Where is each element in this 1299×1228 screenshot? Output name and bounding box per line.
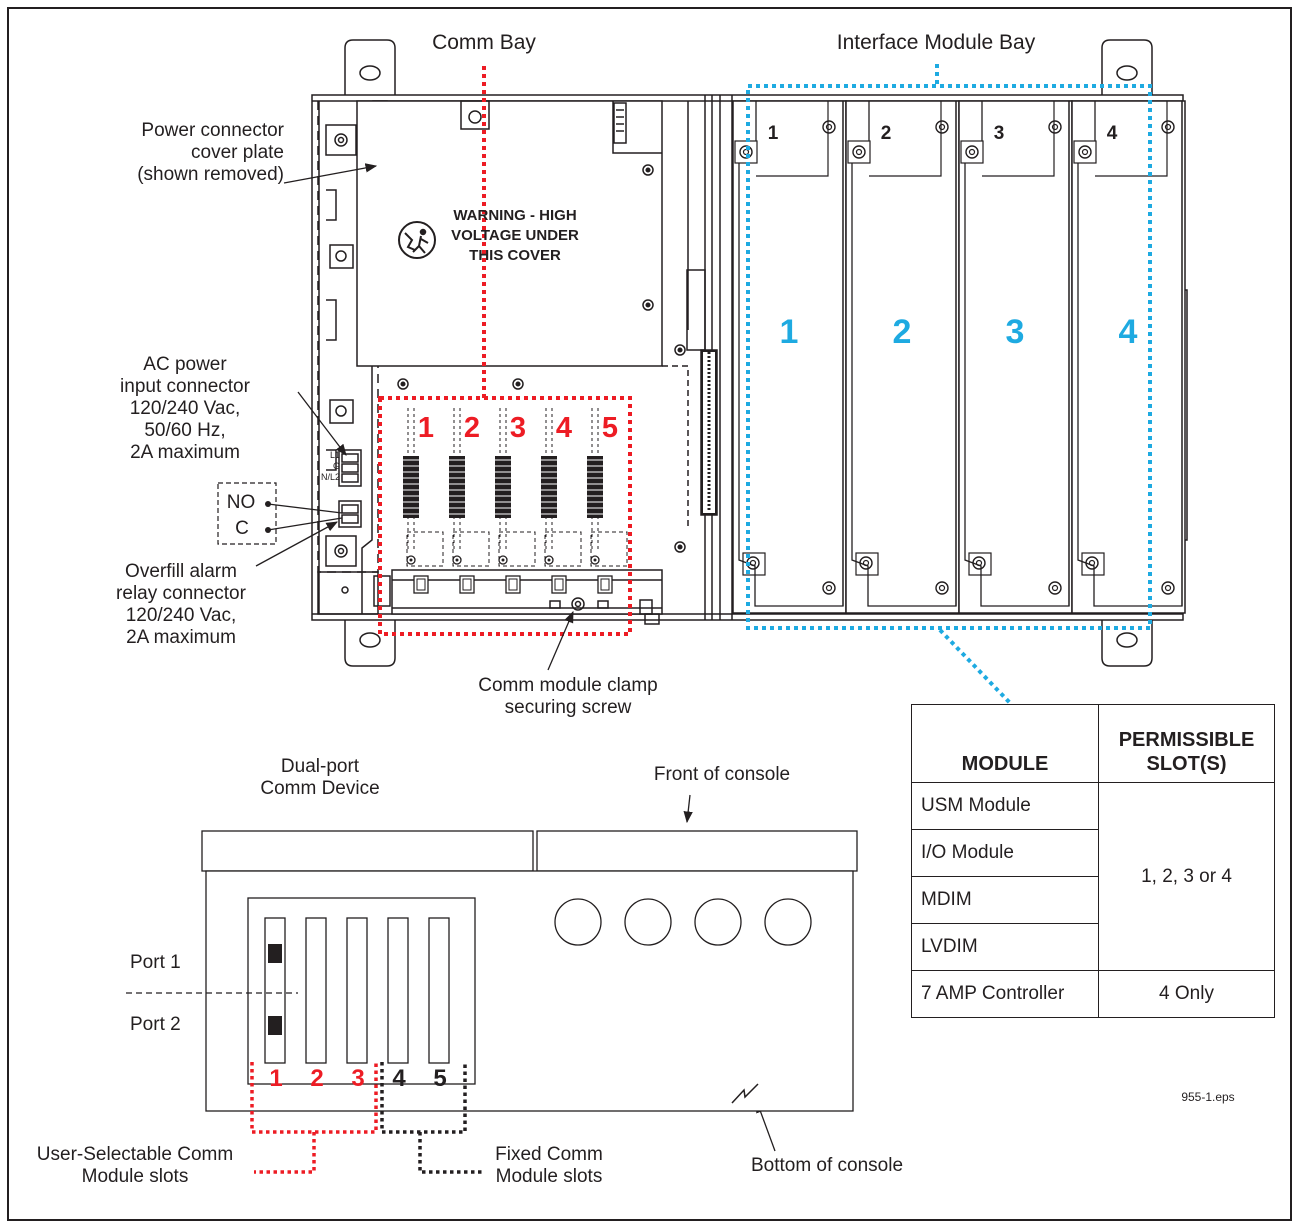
comm-slot: 3 bbox=[495, 408, 536, 594]
terminal-g-label: G bbox=[332, 461, 340, 471]
table-cell-slots: 4 Only bbox=[1098, 970, 1275, 1018]
bottom-slot-number: 2 bbox=[310, 1065, 323, 1092]
bottom-slot-number: 4 bbox=[392, 1065, 406, 1092]
terminal-nl2-label: N/L2 bbox=[320, 472, 340, 482]
interface-bay-outline bbox=[746, 84, 1152, 630]
bottom-console-label: Bottom of console bbox=[750, 1155, 904, 1176]
warning-symbol-icon bbox=[398, 221, 436, 259]
bottom-comm-slot: 3 bbox=[346, 917, 368, 1092]
interface-slot: 11 bbox=[732, 100, 847, 614]
table-header-row: MODULE PERMISSIBLE SLOT(S) bbox=[911, 704, 1275, 783]
high-voltage-cover bbox=[356, 100, 663, 367]
table-cell-module: 7 AMP Controller bbox=[911, 970, 1099, 1018]
mounting-tab-top-right bbox=[1101, 39, 1153, 95]
bottom-comm-slot: 5 bbox=[428, 917, 450, 1092]
relay-terminal-dot-c bbox=[265, 527, 271, 533]
relay-terminal-dot-no bbox=[265, 501, 271, 507]
table-row: I/O Module bbox=[911, 829, 1275, 877]
table-row: 7 AMP Controller 4 Only bbox=[911, 970, 1275, 1018]
table-row: MDIM bbox=[911, 876, 1275, 924]
ac-power-terminal-block bbox=[338, 449, 362, 487]
power-cover-plate-label: Power connector cover plate (shown remov… bbox=[137, 120, 284, 185]
front-console-label: Front of console bbox=[653, 764, 791, 785]
ac-power-label: AC power input connector 120/240 Vac, 50… bbox=[120, 354, 250, 463]
break-mark-icon bbox=[731, 1083, 759, 1104]
knockout-4 bbox=[764, 898, 812, 946]
comm-bay-label: Comm Bay bbox=[432, 31, 536, 54]
table-cell-module: I/O Module bbox=[911, 829, 1099, 877]
port-1-label: Port 1 bbox=[130, 952, 181, 973]
interface-slot-small-number: 4 bbox=[1107, 123, 1118, 144]
console-lid-right bbox=[536, 830, 858, 872]
user-selectable-bracket bbox=[250, 1062, 378, 1174]
comm-slot-number: 2 bbox=[464, 412, 480, 444]
table-pointer bbox=[938, 628, 1012, 705]
interface-bay-label: Interface Module Bay bbox=[836, 31, 1036, 54]
bottom-comm-slot: 2 bbox=[305, 917, 327, 1092]
table-cell-module: MDIM bbox=[911, 876, 1099, 924]
comm-bay-outline bbox=[378, 396, 632, 636]
bottom-slot-number: 3 bbox=[351, 1065, 364, 1092]
overfill-relay-label: Overfill alarm relay connector 120/240 V… bbox=[116, 561, 246, 648]
fixed-bracket bbox=[380, 1062, 482, 1174]
mounting-tab-top-left bbox=[344, 39, 396, 95]
table-row: LVDIM bbox=[911, 923, 1275, 971]
clamp-screw-label: Comm module clamp securing screw bbox=[478, 675, 658, 718]
fixed-comm-label: Fixed Comm Module slots bbox=[495, 1144, 603, 1187]
port-2-label: Port 2 bbox=[130, 1014, 181, 1035]
interface-slot-small-number: 2 bbox=[881, 123, 892, 144]
console-schematic bbox=[201, 830, 858, 1112]
table-row: USM Module 1, 2, 3 or 4 bbox=[911, 782, 1275, 971]
user-selectable-label: User-Selectable Comm Module slots bbox=[36, 1144, 234, 1187]
port-2-indicator bbox=[268, 1016, 282, 1035]
knockout-3 bbox=[694, 898, 742, 946]
console-lid-left bbox=[201, 830, 534, 872]
relay-c-label: C bbox=[235, 518, 249, 539]
table-cell-shared-slots: 1, 2, 3 or 4 bbox=[1098, 782, 1275, 971]
comm-slot: 2 bbox=[449, 408, 490, 594]
figure-border bbox=[7, 7, 1292, 1221]
permissible-slots-table: MODULE PERMISSIBLE SLOT(S) USM Module 1,… bbox=[911, 704, 1275, 1018]
relay-terminal-block bbox=[338, 500, 362, 528]
knockout-1 bbox=[554, 898, 602, 946]
interface-slot-number: 2 bbox=[893, 313, 912, 351]
terminal-l1-label: L1 bbox=[329, 450, 340, 460]
port-1-indicator bbox=[268, 944, 282, 963]
relay-no-label: NO bbox=[226, 492, 256, 513]
interface-slot-small-number: 3 bbox=[994, 123, 1005, 144]
knockout-2 bbox=[624, 898, 672, 946]
comm-slot-number: 5 bbox=[602, 412, 618, 444]
table-cell-module: LVDIM bbox=[911, 923, 1099, 971]
interface-slot-number: 1 bbox=[780, 313, 799, 351]
file-id-label: 955-1.eps bbox=[1181, 1090, 1235, 1104]
interface-slot: 22 bbox=[845, 100, 960, 614]
table-header-slots: PERMISSIBLE SLOT(S) bbox=[1098, 704, 1275, 783]
comm-slot: 1 bbox=[403, 408, 444, 594]
dual-port-label: Dual-port Comm Device bbox=[260, 756, 380, 799]
warning-text: WARNING - HIGH VOLTAGE UNDER THIS COVER bbox=[451, 207, 579, 264]
bottom-slot-number: 5 bbox=[433, 1065, 446, 1092]
interface-slot-number: 3 bbox=[1006, 313, 1025, 351]
table-cell-module: USM Module bbox=[911, 782, 1099, 830]
comm-clamp-rail bbox=[391, 569, 663, 615]
interface-slot: 44 bbox=[1071, 100, 1186, 614]
bottom-comm-slot: 4 bbox=[387, 917, 409, 1092]
table-header-module: MODULE bbox=[911, 704, 1099, 783]
comm-slot-number: 3 bbox=[510, 412, 526, 444]
mounting-tab-bottom-left bbox=[344, 620, 396, 667]
bottom-slot-number: 1 bbox=[269, 1065, 282, 1092]
relay-terminal-box bbox=[217, 482, 277, 545]
mounting-tab-bottom-right bbox=[1101, 620, 1153, 667]
comm-slot: 4 bbox=[541, 408, 582, 594]
comm-slot-number: 1 bbox=[418, 412, 434, 444]
interface-slot: 33 bbox=[958, 100, 1073, 614]
interface-slot-small-number: 1 bbox=[768, 123, 779, 144]
interface-slot-number: 4 bbox=[1119, 313, 1138, 351]
comm-slot: 5 bbox=[587, 408, 628, 594]
comm-slot-number: 4 bbox=[556, 412, 572, 444]
